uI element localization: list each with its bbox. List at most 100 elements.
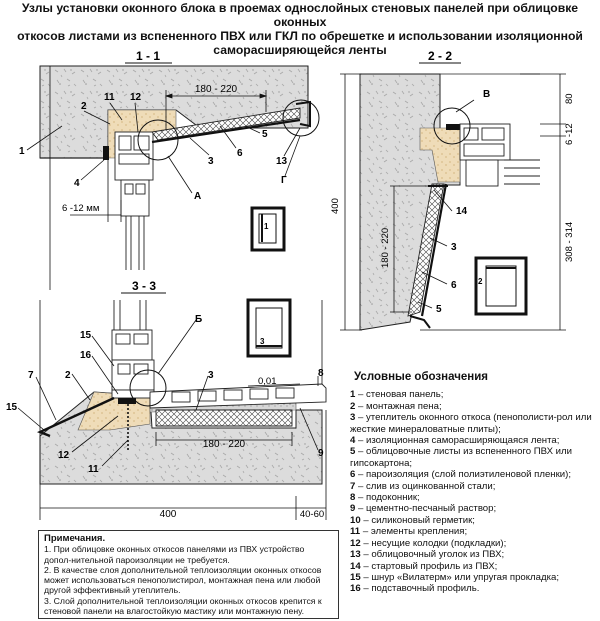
dim-80: 80 — [564, 93, 575, 104]
legend-item-number: 14 — [350, 560, 361, 572]
legend-item-description: – подоконник; — [355, 492, 420, 504]
callout-3-3-num7: 7 — [28, 370, 34, 381]
dim-6-12: 6 -12 — [564, 123, 575, 145]
legend-item: 8 – подоконник; — [350, 492, 598, 503]
window-frame-2-2 — [459, 123, 540, 187]
callout-2-2-letter-v: В — [483, 89, 490, 100]
callout-3-3-num15-bottom: 15 — [6, 402, 18, 413]
legend-item-text: 14 – стартовый профиль из ПВХ; — [350, 561, 497, 572]
legend-item: 16 – подставочный профиль. — [350, 583, 598, 594]
legend-item-number: 8 — [350, 492, 356, 504]
insulation-tape-1-1 — [103, 146, 109, 160]
detail-circle-b — [129, 369, 167, 407]
dim-6-12mm: 6 -12 мм — [62, 203, 99, 214]
legend-item-text: 7 – слив из оцинкованной стали; — [350, 481, 495, 492]
legend-item-text: 13 – облицовочный уголок из ПВХ; — [350, 549, 504, 560]
dim-180-220-bottom: 180 - 220 — [203, 439, 246, 450]
dim-180-220-vertical: 180 - 220 — [380, 228, 391, 268]
legend-item-number: 9 — [350, 503, 356, 515]
legend-item-text: 10 – силиконовый герметик; — [350, 515, 475, 526]
legend-item: 6 – пароизоляция (слой полиэтиленовой пл… — [350, 469, 598, 480]
legend-item-number: 3 — [350, 412, 356, 424]
sill-insulation-3-3 — [155, 409, 293, 427]
legend-item-description: – облицовочные листы из вспененного ПВХ … — [350, 446, 572, 469]
callout-1-1-num13: 13 — [276, 156, 288, 167]
dim-001: 0,01 — [258, 376, 277, 387]
legend-item-text: 4 – изоляционная саморасширяющаяся лента… — [350, 435, 559, 446]
legend-item-text: 2 – монтажная пена; — [350, 401, 442, 412]
slope-cladding-1-1 — [151, 118, 301, 144]
legend-item: 4 – изоляционная саморасширяющаяся лента… — [350, 435, 598, 446]
notes-title: Примечания. — [44, 533, 106, 544]
legend-item-description: – изоляционная саморасширяющаяся лента; — [355, 435, 560, 447]
icon-3-label: 3 — [260, 337, 265, 346]
legend-item-text: 15 – шнур «Вилатерм» или упругая проклад… — [350, 572, 559, 583]
legend-item: 14 – стартовый профиль из ПВХ; — [350, 561, 598, 572]
callout-2-2-num14: 14 — [456, 206, 468, 217]
slope-insulation-2-2 — [407, 183, 445, 317]
callout-3-3-num8: 8 — [318, 368, 324, 379]
slope-cladding-2-2 — [420, 183, 448, 317]
window-position-icon-1: 1 — [250, 206, 286, 252]
callout-3-3-num15-top: 15 — [80, 330, 92, 341]
notes-list: 1. При облицовке оконных откосов панелям… — [44, 544, 333, 616]
notes-box: Примечания. 1. При облицовке оконных отк… — [38, 530, 339, 619]
wall-panel-2-2 — [359, 73, 461, 331]
legend-item: 5 – облицовочные листы из вспененного ПВ… — [350, 446, 598, 469]
legend-item: 7 – слив из оцинкованной стали; — [350, 481, 598, 492]
insulation-tape-2-2 — [446, 124, 460, 130]
corner-trim-2-2 — [409, 315, 431, 329]
dim-400-vertical: 400 — [330, 198, 341, 214]
legend-item: 12 – несущие колодки (подкладки); — [350, 538, 598, 549]
legend-item: 9 – цементно-песчаный раствор; — [350, 503, 598, 514]
icon-1-label: 1 — [264, 222, 269, 231]
legend-item-description: – утеплитель оконного откоса (пенополист… — [350, 412, 592, 435]
legend-item-number: 15 — [350, 571, 361, 583]
callout-2-2-num3: 3 — [451, 242, 457, 253]
dim-40-60: 40-60 — [300, 509, 324, 520]
callout-3-3-num16: 16 — [80, 350, 92, 361]
section-1-1: 1 - 1 — [19, 49, 320, 290]
callout-3-3-num11: 11 — [88, 464, 99, 475]
legend-item: 13 – облицовочный уголок из ПВХ; — [350, 549, 598, 560]
legend-item-number: 12 — [350, 537, 361, 549]
callout-1-1-num5: 5 — [262, 129, 268, 140]
legend-item-description: – элементы крепления; — [360, 526, 468, 538]
detail-circle-a — [137, 119, 179, 161]
legend-item-description: – стеновая панель; — [355, 389, 444, 401]
note-line: 1. При облицовке оконных откосов панелям… — [44, 544, 305, 565]
section-2-2: 2 - 2 — [330, 49, 575, 331]
legend-item-description: – шнур «Вилатерм» или упругая прокладка; — [360, 571, 559, 583]
dim-308-314: 308 - 314 — [564, 222, 575, 262]
legend-item-number: 7 — [350, 480, 356, 492]
detail-circle-g — [282, 99, 320, 137]
legend-item: 10 – силиконовый герметик; — [350, 515, 598, 526]
legend: Условные обозначения 1 – стеновая панель… — [350, 371, 598, 595]
callout-2-2-num5: 5 — [436, 304, 442, 315]
section-label-1-1: 1 - 1 — [136, 49, 160, 63]
legend-item: 11 – элементы крепления; — [350, 526, 598, 537]
legend-item-text: 3 – утеплитель оконного откоса (пенополи… — [350, 412, 598, 435]
section-label-2-2: 2 - 2 — [428, 49, 452, 63]
legend-item-description: – силиконовый герметик; — [360, 514, 475, 526]
note-line: 3. Слой дополнительной теплоизоляции око… — [44, 595, 322, 617]
legend-item-number: 2 — [350, 400, 356, 412]
window-position-icon-3: 3 — [246, 298, 292, 358]
detail-circle-v — [433, 107, 471, 145]
callout-1-1-num12: 12 — [130, 92, 142, 103]
legend-item-text: 12 – несущие колодки (подкладки); — [350, 538, 506, 549]
dim-400-bottom: 400 — [160, 509, 177, 520]
legend-item-number: 6 — [350, 469, 356, 481]
section-3-3: 3 - 3 — [6, 279, 327, 520]
legend-item-number: 5 — [350, 446, 356, 458]
support-block-3-3 — [118, 398, 136, 404]
legend-item-description: – стартовый профиль из ПВХ; — [360, 560, 498, 572]
window-position-icon-2: 2 — [474, 256, 528, 316]
icon-2-label: 2 — [478, 277, 483, 286]
callout-1-1-num11: 11 — [104, 92, 115, 103]
callout-1-1-num1: 1 — [19, 146, 25, 157]
slope-insulation-1-1 — [151, 107, 301, 141]
legend-item-text: 1 – стеновая панель; — [350, 389, 443, 400]
callout-1-1-num6: 6 — [237, 148, 243, 159]
